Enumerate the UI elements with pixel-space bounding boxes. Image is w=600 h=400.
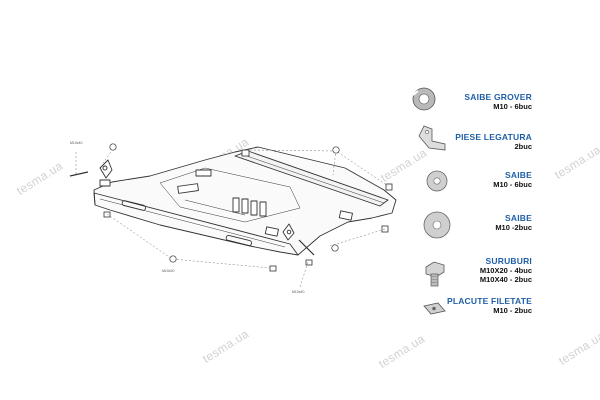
mount-tab [338, 210, 353, 221]
slot [225, 234, 253, 246]
legend-title: PLACUTE FILETATE [446, 296, 532, 306]
legend-item-large-washer: SAIBE M10 -2buc [382, 213, 532, 232]
threaded-plate-icon [423, 302, 446, 315]
legend-title: SAIBE GROVER [464, 92, 532, 102]
bolt [298, 239, 315, 256]
vent [177, 183, 199, 194]
bracket-icon [418, 125, 446, 151]
legend-qty: M10 - 2buc [493, 306, 532, 315]
vent [232, 197, 240, 213]
legend-item-spring-washer: SAIBE GROVER M10 - 6buc [382, 92, 532, 111]
vent [250, 200, 258, 216]
vent [241, 198, 249, 214]
legend-qty: M10 - 6buc [493, 180, 532, 189]
bracket [99, 159, 113, 179]
bolt [69, 171, 89, 177]
legend-qty: M10X20 - 4buc [479, 266, 532, 275]
legend-item-washer: SAIBE M10 - 6buc [382, 170, 532, 189]
mount-tab [264, 226, 279, 237]
callout-label: M10x40 [70, 141, 83, 145]
legend-title: PIESE LEGATURA [455, 132, 532, 142]
nut [305, 259, 313, 266]
spring-washer-icon [412, 87, 436, 111]
legend-qty: M10X40 - 2buc [479, 275, 532, 284]
washer-icon [426, 170, 448, 192]
legend-qty: M10 -2buc [495, 223, 532, 232]
washer-icon [423, 211, 451, 239]
legend-item-threaded-plates: PLACUTE FILETATE M10 - 2buc [442, 296, 532, 315]
legend-item-bolts: SURUBURI M10X20 - 4buc M10X40 - 2buc [382, 256, 532, 284]
nut [385, 183, 393, 191]
legend-qty: 2buc [514, 142, 532, 151]
nut [241, 149, 250, 157]
legend-qty: M10 - 6buc [493, 102, 532, 111]
vent [195, 169, 212, 177]
vent [259, 201, 267, 217]
mount-tab [99, 179, 111, 187]
slot [121, 200, 147, 211]
callout-label: M10x40 [292, 290, 305, 294]
legend-title: SURUBURI [485, 256, 532, 266]
legend-title: SAIBE [505, 170, 532, 180]
nut [103, 211, 111, 218]
nut [269, 265, 277, 272]
callout-label: M10x20 [162, 269, 175, 273]
legend-item-bracket: PIESE LEGATURA 2buc [382, 132, 532, 151]
bracket [282, 223, 295, 241]
bolt-icon [425, 261, 445, 287]
legend-title: SAIBE [505, 213, 532, 223]
